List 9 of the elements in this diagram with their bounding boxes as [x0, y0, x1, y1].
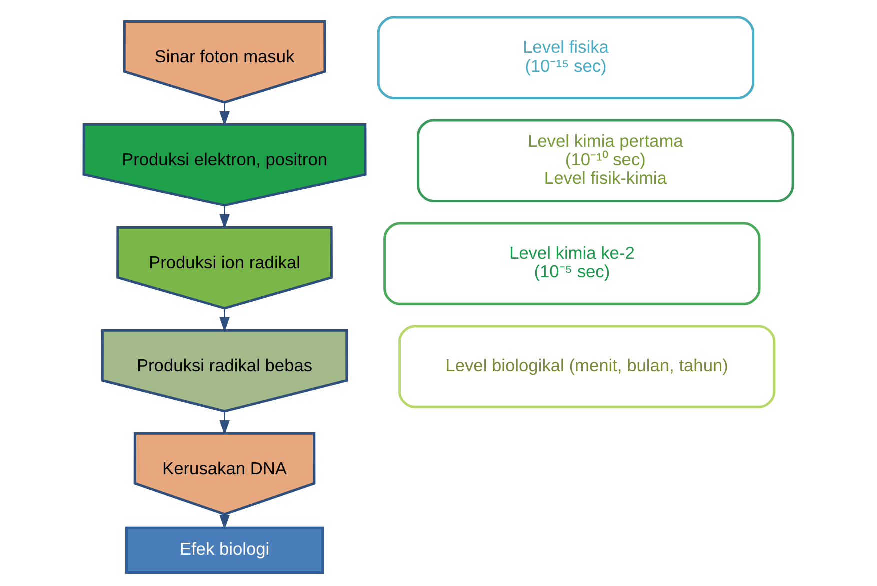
node-box: Level kimia pertama (10⁻¹⁰ sec) Level fisik-kimia: [417, 119, 794, 202]
arrow: [220, 206, 230, 230]
node-box: Level fisika (10⁻¹⁵ sec): [377, 16, 755, 100]
arrow: [220, 308, 230, 332]
node-box: Level biologikal (menit, bulan, tahun): [398, 325, 776, 408]
node-box: Level kimia ke-2 (10⁻⁵ sec): [384, 222, 761, 306]
arrow: [220, 412, 230, 436]
node-box: Efek biologi: [126, 526, 324, 574]
arrow: [220, 102, 230, 126]
